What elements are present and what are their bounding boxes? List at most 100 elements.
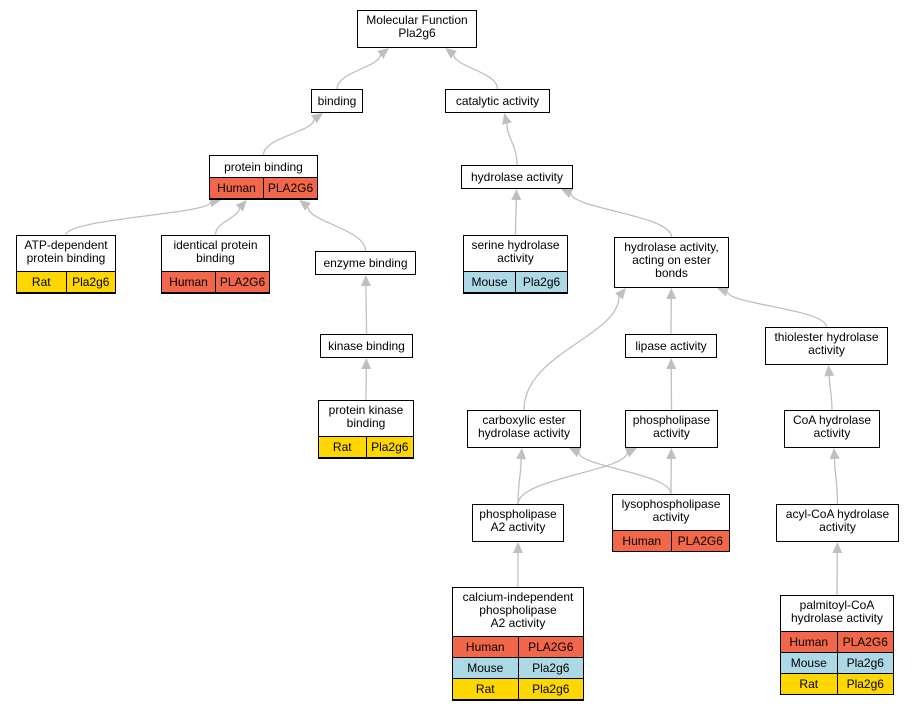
edge-thiolester-to-ester — [726, 291, 828, 328]
gene-cell: Pla2g6 — [836, 674, 894, 694]
arrowhead-pla2-to-phospholipase — [624, 448, 637, 458]
gene-cell: PLA2G6 — [670, 531, 730, 551]
species-cell: Rat — [332, 440, 352, 454]
arrowhead-phospholipase-to-lipase — [666, 358, 677, 370]
node-label: hydrolase activity, acting on ester bond… — [624, 240, 719, 280]
node-phospholipase-activity[interactable]: phospholipase activity — [625, 410, 718, 448]
gene-row-human: Human PLA2G6 — [612, 530, 730, 552]
node-label: Molecular Function Pla2g6 — [366, 13, 468, 40]
node-label: calcium-independent phospholipase A2 act… — [462, 590, 574, 630]
edge-serine-to-hydrolase — [514, 199, 517, 236]
arrowhead-protkinase-to-kinase — [361, 358, 372, 370]
edge-identical-to-protbind — [214, 208, 241, 236]
gene-cell: Pla2g6 — [517, 658, 584, 678]
arrowhead-hydrolase-to-catalytic — [502, 113, 512, 125]
gene-row-mouse: Mouse Pla2g6 — [780, 652, 894, 674]
node-label: lysophospholipase activity — [621, 497, 721, 524]
edge-ester-to-hydrolase — [570, 193, 673, 238]
arrowhead-calcium-to-pla2 — [513, 542, 523, 553]
arrowhead-pla2-to-carboxylic — [516, 448, 527, 460]
node-binding[interactable]: binding — [311, 89, 363, 113]
species-cell: Human — [622, 534, 662, 548]
node-label: enzyme binding — [323, 256, 408, 270]
node-thiolester-hydrolase-activity[interactable]: thiolester hydrolase activity — [765, 327, 888, 365]
gene-row-mouse: Mouse Pla2g6 — [463, 271, 568, 293]
node-label: phospholipase A2 activity — [479, 507, 557, 534]
node-coa-hydrolase-activity[interactable]: CoA hydrolase activity — [784, 410, 880, 448]
species-cell: Mouse — [790, 656, 827, 670]
species-cell: Human — [465, 640, 505, 654]
gene-row-rat: Rat Pla2g6 — [452, 678, 584, 700]
gene-row-rat: Rat Pla2g6 — [780, 673, 894, 695]
gene-row-mouse: Mouse Pla2g6 — [452, 657, 584, 679]
arrowhead-enzyme-to-protbind — [299, 200, 311, 211]
gene-cell: PLA2G6 — [263, 178, 317, 198]
node-protein-binding[interactable]: protein binding Human PLA2G6 — [209, 155, 318, 200]
edge-catalytic-to-root — [453, 54, 499, 90]
node-catalytic-activity[interactable]: catalytic activity — [445, 89, 550, 113]
node-label: thiolester hydrolase activity — [774, 330, 879, 357]
gene-cell: Pla2g6 — [836, 653, 894, 673]
arrowhead-binding-to-root — [377, 48, 389, 59]
node-label: identical protein binding — [173, 238, 258, 265]
arrowhead-identical-to-protbind — [235, 200, 247, 212]
node-serine-hydrolase-activity[interactable]: serine hydrolase activity Mouse Pla2g6 — [463, 235, 568, 294]
node-lipase-activity[interactable]: lipase activity — [625, 334, 717, 358]
arrowhead-lyso-to-carboxylic — [569, 447, 582, 458]
gene-row-rat: Rat Pla2g6 — [318, 436, 414, 458]
arrowhead-lyso-to-phospholipase — [666, 448, 677, 460]
node-carboxylic-ester-hydrolase-activity[interactable]: carboxylic ester hydrolase activity — [467, 410, 581, 448]
node-label: lipase activity — [635, 339, 707, 353]
gene-row-rat: Rat Pla2g6 — [16, 271, 116, 293]
edge-acylcoa-to-coa — [833, 458, 839, 505]
edge-protbind-to-binding — [262, 119, 315, 156]
node-label: ATP-dependent protein binding — [24, 238, 108, 265]
species-cell: Rat — [799, 677, 819, 691]
node-label: catalytic activity — [455, 94, 540, 108]
node-calcium-independent-phospholipase-a2-activity[interactable]: calcium-independent phospholipase A2 act… — [452, 587, 584, 701]
edge-coa-to-thiolester — [828, 375, 833, 411]
node-label: CoA hydrolase activity — [792, 413, 872, 440]
node-hydrolase-activity[interactable]: hydrolase activity — [461, 165, 573, 189]
node-kinase-binding[interactable]: kinase binding — [320, 334, 413, 358]
node-phospholipase-a2-activity[interactable]: phospholipase A2 activity — [472, 504, 564, 542]
gene-row-human: Human PLA2G6 — [209, 177, 318, 199]
node-label: serine hydrolase activity — [471, 238, 560, 265]
arrowhead-acylcoa-to-coa — [829, 448, 840, 460]
species-cell: Human — [789, 635, 829, 649]
gene-cell: Pla2g6 — [517, 679, 584, 699]
node-label: hydrolase activity — [470, 170, 564, 184]
node-lysophospholipase-activity[interactable]: lysophospholipase activity Human PLA2G6 — [612, 494, 730, 552]
node-protein-kinase-binding[interactable]: protein kinase binding Rat Pla2g6 — [318, 400, 414, 459]
gene-cell: PLA2G6 — [836, 632, 894, 652]
arrowhead-protbind-to-binding — [311, 113, 323, 124]
species-cell: Human — [169, 275, 208, 289]
node-acyl-coa-hydrolase-activity[interactable]: acyl-CoA hydrolase activity — [776, 504, 899, 542]
species-cell: Mouse — [467, 661, 504, 675]
edge-carboxylic-to-ester — [523, 296, 620, 411]
species-cell: Mouse — [471, 275, 508, 289]
node-label: palmitoyl-CoA hydrolase activity — [790, 598, 884, 625]
arrowhead-serine-to-hydrolase — [511, 189, 522, 201]
node-identical-protein-binding[interactable]: identical protein binding Human PLA2G6 — [161, 235, 270, 294]
node-label: carboxylic ester hydrolase activity — [477, 413, 571, 440]
species-cell: Rat — [31, 275, 51, 289]
gene-cell: Pla2g6 — [515, 272, 567, 292]
node-atp-dependent-protein-binding[interactable]: ATP-dependent protein binding Rat Pla2g6 — [16, 235, 116, 294]
edge-atpdep-to-protbind — [65, 201, 211, 236]
node-molecular-function-root[interactable]: Molecular Function Pla2g6 — [357, 10, 477, 48]
node-palmitoyl-coa-hydrolase-activity[interactable]: palmitoyl-CoA hydrolase activity Human P… — [780, 595, 894, 695]
edge-hydrolase-to-catalytic — [506, 123, 518, 166]
species-cell: Human — [217, 181, 256, 195]
node-label: binding — [317, 94, 357, 108]
node-label: protein binding — [224, 160, 303, 174]
arrowhead-carboxylic-to-ester — [615, 288, 626, 300]
arrowhead-kinase-to-enzyme — [360, 275, 371, 287]
species-cell: Rat — [475, 682, 495, 696]
arrowhead-palmitoyl-to-acylcoa — [832, 542, 843, 554]
node-enzyme-binding[interactable]: enzyme binding — [315, 251, 416, 275]
edge-enzyme-to-protbind — [307, 206, 367, 252]
node-hydrolase-acting-on-ester-bonds[interactable]: hydrolase activity, acting on ester bond… — [614, 237, 729, 288]
arrowhead-lipase-to-ester — [666, 288, 677, 300]
